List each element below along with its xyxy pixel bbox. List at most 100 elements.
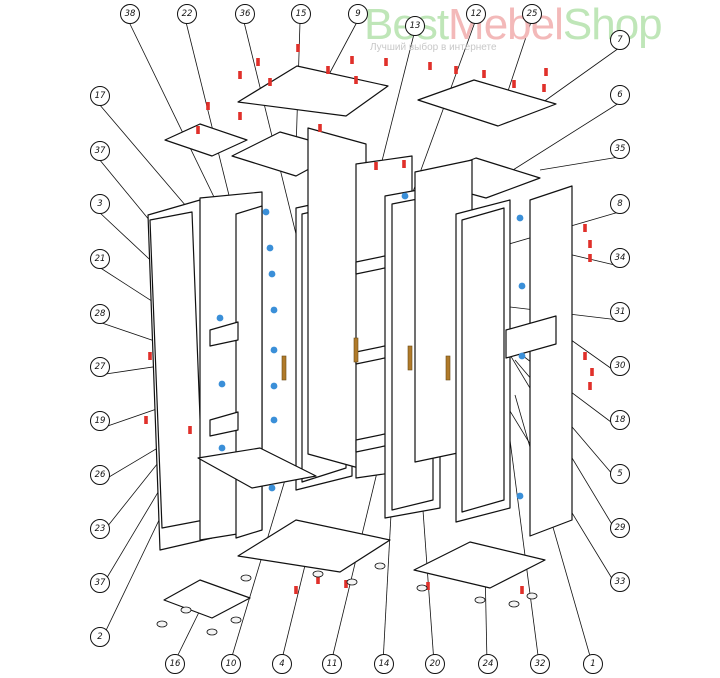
foot-icon <box>508 600 520 608</box>
callout-label: 8 <box>610 194 630 214</box>
screw-icon <box>256 58 260 66</box>
screw-icon <box>542 84 546 92</box>
callout-label: 17 <box>90 86 110 106</box>
connector-icon <box>270 346 278 354</box>
foot-icon <box>206 628 218 636</box>
callout-label: 15 <box>291 4 311 24</box>
callout-label: 23 <box>90 519 110 539</box>
left-door-frame <box>235 205 263 539</box>
door-handle-icon <box>281 355 287 381</box>
leader-line <box>514 394 593 664</box>
callout-label: 24 <box>478 654 498 674</box>
left-shelf <box>209 321 239 347</box>
screw-icon <box>196 126 200 134</box>
callout-label: 11 <box>322 654 342 674</box>
screw-icon <box>384 58 388 66</box>
connector-icon <box>270 416 278 424</box>
callout-label: 6 <box>610 85 630 105</box>
callout-label: 21 <box>90 249 110 269</box>
screw-icon <box>354 76 358 84</box>
screw-icon <box>428 62 432 70</box>
foot-icon <box>474 596 486 604</box>
callout-label: 2 <box>90 627 110 647</box>
callout-label: 12 <box>466 4 486 24</box>
screw-icon <box>588 240 592 248</box>
callout-label: 32 <box>530 654 550 674</box>
callout-label: 26 <box>90 465 110 485</box>
callout-label: 10 <box>221 654 241 674</box>
callout-label: 28 <box>90 304 110 324</box>
screw-icon <box>520 586 524 594</box>
leader-line <box>539 156 620 171</box>
callout-label: 1 <box>583 654 603 674</box>
callout-label: 9 <box>348 4 368 24</box>
screw-icon <box>512 80 516 88</box>
connector-icon <box>270 306 278 314</box>
screw-icon <box>588 382 592 390</box>
callout-label: 4 <box>272 654 292 674</box>
callout-label: 37 <box>90 573 110 593</box>
leader-line <box>229 479 286 664</box>
bottom-left-plinth <box>197 447 317 489</box>
callout-label: 22 <box>177 4 197 24</box>
screw-icon <box>590 368 594 376</box>
connector-icon <box>218 444 226 452</box>
screw-icon <box>294 586 298 594</box>
callout-label: 20 <box>425 654 445 674</box>
screw-icon <box>482 70 486 78</box>
screw-icon <box>374 162 378 170</box>
callout-label: 37 <box>90 141 110 161</box>
right-door-inner <box>461 207 505 513</box>
screw-icon <box>344 580 348 588</box>
screw-icon <box>583 352 587 360</box>
screw-icon <box>238 112 242 120</box>
connector-icon <box>268 484 276 492</box>
callout-label: 14 <box>374 654 394 674</box>
connector-icon <box>401 192 409 200</box>
screw-icon <box>350 56 354 64</box>
screw-icon <box>206 102 210 110</box>
callout-label: 27 <box>90 357 110 377</box>
screw-icon <box>238 71 242 79</box>
brand-tagline: Лучший выбор в интернете <box>370 42 497 53</box>
screw-icon <box>188 426 192 434</box>
screw-icon <box>402 160 406 168</box>
screw-icon <box>296 44 300 52</box>
door-handle-icon <box>445 355 451 381</box>
door-handle-icon <box>353 337 359 363</box>
right-shelf <box>505 315 557 359</box>
screw-icon <box>148 352 152 360</box>
callout-label: 35 <box>610 139 630 159</box>
foot-icon <box>374 562 386 570</box>
foot-icon <box>156 620 168 628</box>
callout-label: 31 <box>610 302 630 322</box>
top-small-panel <box>164 123 248 157</box>
leader-line <box>128 21 231 231</box>
callout-label: 34 <box>610 248 630 268</box>
foot-icon <box>180 606 192 614</box>
foot-icon <box>346 578 358 586</box>
connector-icon <box>516 214 524 222</box>
foot-icon <box>312 570 324 578</box>
connector-icon <box>216 314 224 322</box>
callout-label: 19 <box>90 411 110 431</box>
top-corner-panel <box>237 65 389 117</box>
connector-icon <box>516 492 524 500</box>
connector-icon <box>518 352 526 360</box>
connector-icon <box>218 380 226 388</box>
screw-icon <box>326 66 330 74</box>
screw-icon <box>544 68 548 76</box>
foot-icon <box>240 574 252 582</box>
callout-label: 29 <box>610 518 630 538</box>
screw-icon <box>268 78 272 86</box>
screw-icon <box>316 576 320 584</box>
leader-line <box>504 102 620 176</box>
screw-icon <box>144 416 148 424</box>
screw-icon <box>588 254 592 262</box>
callout-label: 33 <box>610 572 630 592</box>
connector-icon <box>266 244 274 252</box>
leader-line <box>509 439 540 664</box>
callout-label: 3 <box>90 194 110 214</box>
